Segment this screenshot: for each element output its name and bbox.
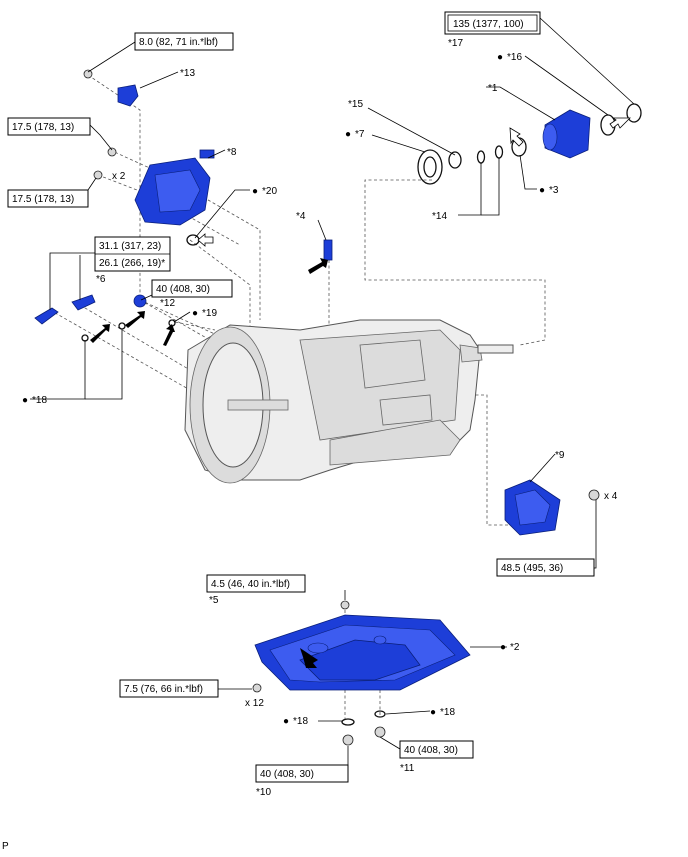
callout-15: *15: [348, 99, 363, 110]
bullet-18-mid: ●: [283, 716, 289, 727]
torque-box-17-5-b: [7, 189, 89, 208]
callout-6: *6: [96, 274, 106, 285]
callout-9: *9: [555, 450, 565, 461]
torque-box-40-drain: [255, 764, 349, 783]
callout-10: *10: [256, 787, 271, 798]
torque-box-8: [134, 32, 234, 51]
callout-7: *7: [355, 129, 365, 140]
bullet-7: ●: [345, 129, 351, 140]
torque-17-5-b: 17.5 (178, 13): [12, 194, 74, 205]
bullet-16: ●: [497, 52, 503, 63]
callout-20: *20: [262, 186, 277, 197]
qty-x12: x 12: [245, 698, 264, 709]
callout-19: *19: [202, 308, 217, 319]
callout-1: *1: [488, 83, 498, 94]
callout-18-right: *18: [440, 707, 455, 718]
qty-x2: x 2: [112, 171, 126, 182]
direction-arrows: [90, 117, 631, 346]
callout-8: *8: [227, 147, 237, 158]
torque-box-7-5: [119, 679, 219, 698]
torque-17-5-a: 17.5 (178, 13): [12, 122, 74, 133]
torque-26-1: 26.1 (266, 19)*: [99, 258, 165, 269]
component-parts: [34, 84, 591, 536]
callout-13: *13: [180, 68, 195, 79]
figure-code: P: [2, 841, 9, 852]
callout-11: *11: [400, 763, 415, 774]
torque-box-48-5: [496, 558, 595, 577]
torque-31-1: 31.1 (317, 23): [99, 241, 161, 252]
callout-16: *16: [507, 52, 522, 63]
torque-7-5: 7.5 (76, 66 in.*lbf): [124, 684, 203, 695]
callout-17: *17: [448, 38, 463, 49]
bullet-18-right: ●: [430, 707, 436, 718]
callout-labels: *13 *8 ● *20 *4 *6 *12 ● *19 ● *18 *17 ●…: [2, 38, 618, 852]
torque-135: 135 (1377, 100): [453, 19, 524, 30]
torque-40-fill: 40 (408, 30): [404, 745, 458, 756]
callout-4: *4: [296, 211, 306, 222]
seals-and-bolts: [81, 69, 642, 746]
transmission-case: [184, 319, 514, 484]
torque-40-drain: 40 (408, 30): [260, 769, 314, 780]
qty-x4: x 4: [604, 491, 618, 502]
callout-14: *14: [432, 211, 447, 222]
bullet-3: ●: [539, 185, 545, 196]
torque-box-17-5-a: [7, 117, 91, 136]
torque-box-40-fill: [399, 740, 474, 759]
torque-48-5: 48.5 (495, 36): [501, 563, 563, 574]
callout-3: *3: [549, 185, 559, 196]
callout-18-mid: *18: [293, 716, 308, 727]
torque-8: 8.0 (82, 71 in.*lbf): [139, 37, 218, 48]
callout-5: *5: [209, 595, 219, 606]
torque-spec-boxes: 8.0 (82, 71 in.*lbf) 17.5 (178, 13) 17.5…: [7, 11, 595, 783]
torque-4-5: 4.5 (46, 40 in.*lbf): [211, 579, 290, 590]
leader-lines: [30, 17, 635, 774]
callout-2: *2: [510, 642, 520, 653]
callout-18-left: *18: [32, 395, 47, 406]
oil-pan: [254, 614, 471, 691]
bullet-2: ●: [500, 642, 506, 653]
torque-40-plug: 40 (408, 30): [156, 284, 210, 295]
bullet-19: ●: [192, 308, 198, 319]
bullet-18-left: ●: [22, 395, 28, 406]
torque-box-135: [444, 11, 541, 35]
torque-box-40-plug: [151, 279, 233, 298]
torque-box-4-5: [206, 574, 306, 593]
bullet-20: ●: [252, 186, 258, 197]
callout-12: *12: [160, 298, 175, 309]
